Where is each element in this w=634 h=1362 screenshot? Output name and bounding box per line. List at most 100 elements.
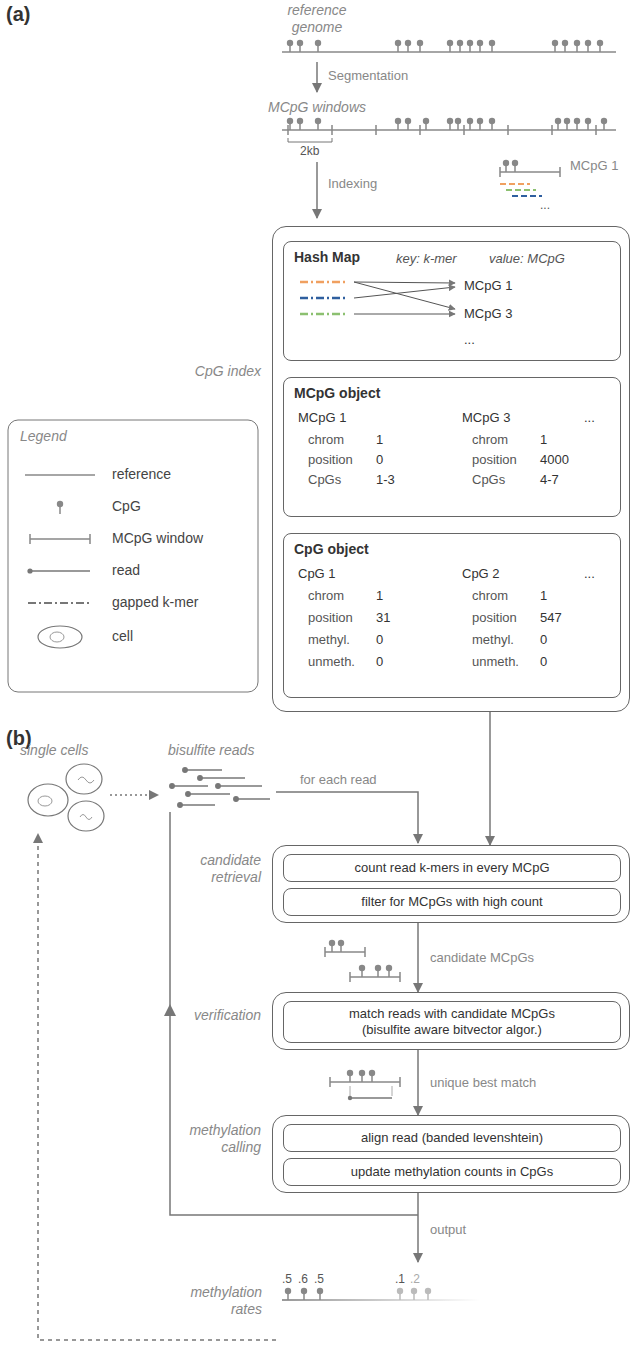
single-cells [68,801,104,831]
mcpg-windows-line [282,118,616,142]
object-field: 1 [376,432,383,448]
methylation-rates-line [317,1288,323,1300]
object-field: 0 [376,452,383,468]
object-title: Hash Map [294,249,360,266]
annotation-label: .2 [410,1272,420,1286]
annotation-label: .6 [298,1272,308,1286]
single-cells [110,794,158,796]
flow-arrow [417,1050,419,1115]
legend-text: CpG [112,498,141,515]
object-box: MCpG objectMCpG 1chrom1position0CpGs1-3M… [283,377,621,517]
step-text: update methylation counts in CpGs [351,1164,553,1180]
reference-genome-line [552,40,558,52]
hash-map-kmers [354,282,455,309]
bisulfite-reads [172,785,208,787]
step-arrow [316,162,318,218]
reference-genome-line [457,40,463,52]
legend-text: read [112,562,140,579]
annotation-label: MCpG 1 [570,158,618,174]
reference-genome-line [417,40,423,52]
object-field: 1 [540,432,547,448]
stage-box: methylation callingalign read (banded le… [272,1115,630,1193]
bisulfite-reads [200,777,245,779]
object-field: chrom [472,432,508,448]
object-field: 31 [376,610,390,626]
legend-sample [38,626,82,648]
mcpg-windows-line [395,118,401,130]
mcpg-windows-line [555,118,561,130]
hash-map-kmers [300,297,348,300]
best-match [330,1081,400,1083]
object-field: 0 [376,632,383,648]
hash-map-kmers [354,282,455,283]
object-field: 1-3 [376,472,395,488]
bisulfite-reads [186,792,190,796]
object-box: Hash Mapkey: k-mervalue: MCpGMCpG 1MCpG … [283,241,621,361]
legend-sample [20,590,100,616]
legend-text: gapped k-mer [112,594,198,611]
flow-arrow [417,923,419,992]
legend-text: cell [112,628,133,645]
edge-label: unique best match [428,1075,538,1091]
indexing-window [500,171,560,173]
step-box: match reads with candidate MCpGs (bisulf… [283,1001,621,1043]
best-match [348,1096,352,1100]
mcpg-windows-line [477,118,483,130]
mcpg-windows-line [447,118,453,130]
bisulfite-reads [198,776,202,780]
panel-letter: (a) [6,2,30,26]
legend-text: reference [112,466,171,483]
candidate-windows [386,965,392,977]
legend-row: reference [20,462,250,488]
stage-label: reference genome [277,2,357,36]
step-arrow [316,62,318,92]
object-field: 1 [376,588,383,604]
object-field: position [472,452,517,468]
legend-row: CpG [20,494,250,520]
single-cells [80,815,92,820]
indexing-window [512,160,518,172]
object-field: value: MCpG [489,251,565,267]
annotation-label: for each read [300,772,377,788]
edge-label: candidate MCpGs [428,950,536,966]
object-field: MCpG 3 [462,410,510,426]
candidate-windows [359,965,365,977]
indexing-window [512,195,542,197]
object-field: MCpG 1 [298,410,346,426]
stage-label: verification [151,1007,261,1024]
bisulfite-reads [216,784,220,788]
stage-label: single cells [20,742,88,759]
reference-genome-line [447,40,453,52]
object-field: MCpG 1 [464,278,512,294]
indexing-window [503,160,509,172]
candidate-windows [375,965,381,977]
stage-label: candidate retrieval [151,852,261,886]
object-field: ... [584,566,595,582]
legend-sample [59,507,61,514]
methylation-rates-line [397,1288,403,1300]
object-field: chrom [308,432,344,448]
bisulfite-reads [218,785,262,787]
mcpg-windows-line [315,118,321,130]
object-field: CpG 2 [462,566,500,582]
reference-genome-line [489,40,495,52]
reference-genome-line [282,40,616,52]
legend-sample [27,568,32,573]
object-field: methyl. [308,632,350,648]
object-field: 0 [540,632,547,648]
object-box: CpG objectCpG 1chrom1position31methyl.0u… [283,533,621,698]
mcpg-windows-line [297,118,303,130]
bisulfite-reads [236,798,270,800]
candidate-windows [350,976,400,978]
mcpg-windows-line [467,118,473,130]
bisulfite-reads [170,784,174,788]
object-field: unmeth. [308,654,355,670]
methylation-rates-line [285,1288,291,1300]
object-field: position [472,610,517,626]
best-match [330,1070,400,1100]
object-field: ... [464,332,475,348]
stage-label: CpG index [151,363,261,380]
legend-sample [57,501,63,507]
candidate-windows [350,972,400,982]
hash-map-kmers [300,313,348,316]
